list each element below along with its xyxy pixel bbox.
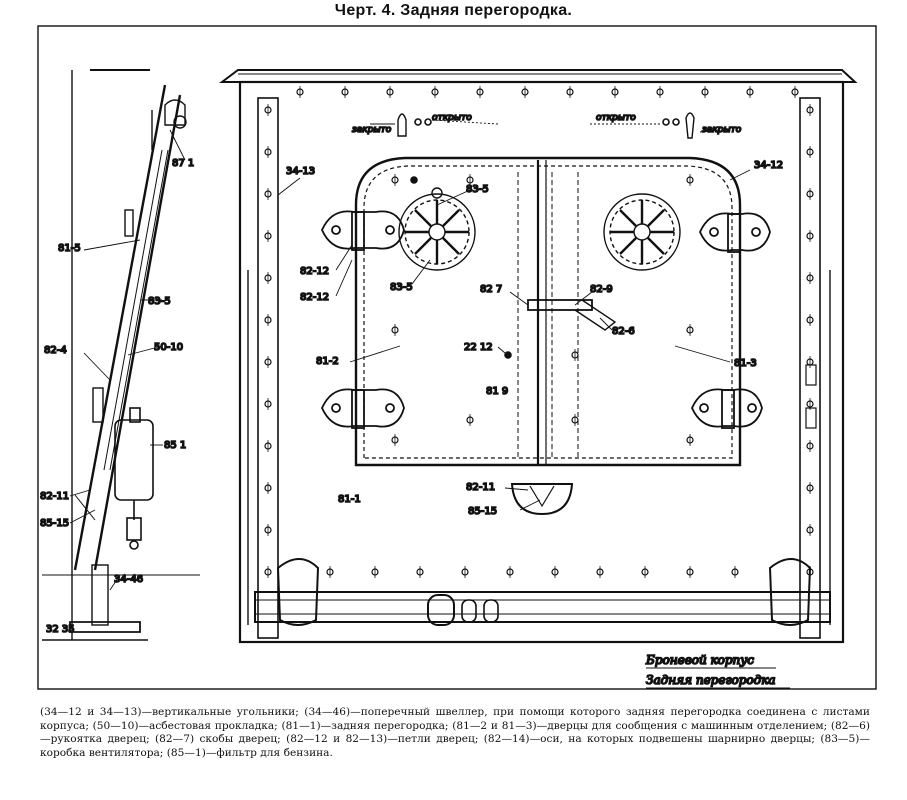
label-85-15: 85-15 bbox=[468, 506, 497, 517]
fan-right bbox=[603, 193, 681, 271]
vertical-angle-right bbox=[799, 97, 821, 639]
label-87-1: 87 1 bbox=[172, 158, 194, 169]
label-34-13: 34-13 bbox=[286, 166, 315, 177]
label-81-5: 81-5 bbox=[58, 243, 81, 254]
label-34-12: 34-12 bbox=[754, 160, 783, 171]
door-opening bbox=[354, 156, 742, 467]
caption-text: (34—12 и 34—13)—вертикальные угольники; … bbox=[40, 706, 870, 759]
hinge-lower-left bbox=[321, 388, 405, 429]
label-50-10: 50-10 bbox=[154, 342, 183, 353]
label-81-1: 81-1 bbox=[338, 494, 361, 505]
figure-caption: (34—12 и 34—13)—вертикальные угольники; … bbox=[40, 706, 870, 760]
label-closed-right: закрыто bbox=[702, 125, 742, 135]
rivets bbox=[264, 86, 814, 578]
label-82-11-side: 82-11 bbox=[40, 491, 69, 502]
label-22-12: 22 12 bbox=[464, 342, 493, 353]
label-81-9: 81 9 bbox=[486, 386, 508, 397]
label-83-5-side: 83-5 bbox=[148, 296, 171, 307]
label-closed-left: закрыто bbox=[352, 125, 392, 135]
label-85-1: 85 1 bbox=[164, 440, 186, 451]
label-85-15-side: 85-15 bbox=[40, 518, 69, 529]
label-81-2: 81-2 bbox=[316, 356, 339, 367]
label-34-46: 34-46 bbox=[114, 574, 143, 585]
hinge-upper-left bbox=[321, 210, 405, 251]
label-83-5-fan: 83-5 bbox=[466, 184, 489, 195]
hinge-upper-right bbox=[699, 212, 771, 253]
label-32-35: 32 35 bbox=[46, 624, 75, 635]
label-open-right: открыто bbox=[596, 113, 636, 123]
label-82-4: 82-4 bbox=[44, 345, 67, 356]
figure-title: Черт. 4. Задняя перегородка. bbox=[334, 2, 573, 19]
cross-channel bbox=[254, 591, 831, 623]
fan-box bbox=[510, 483, 574, 516]
label-82-7: 82 7 bbox=[480, 284, 502, 295]
vertical-angle-left bbox=[257, 97, 279, 639]
label-82-12-b: 82-12 bbox=[300, 292, 329, 303]
label-82-11: 82-11 bbox=[466, 482, 495, 493]
label-81-3: 81-3 bbox=[734, 358, 757, 369]
rear-partition-drawing: 87 1 81-5 83-5 50-10 82-4 85 1 82-11 85-… bbox=[37, 25, 877, 690]
handwritten-line-2: Задняя перегородка bbox=[646, 673, 776, 687]
fuel-filter bbox=[114, 407, 154, 550]
partition-front-view bbox=[219, 69, 858, 644]
outer-frame bbox=[37, 25, 877, 690]
hinge-lower-right bbox=[691, 388, 763, 429]
handwritten-line-1: Броневой корпус bbox=[645, 653, 754, 667]
label-open-left: открыто bbox=[432, 113, 472, 123]
fan-left bbox=[398, 187, 476, 271]
side-view bbox=[42, 69, 200, 641]
label-82-12-a: 82-12 bbox=[300, 266, 329, 277]
label-82-6: 82-6 bbox=[612, 326, 635, 337]
label-82-9: 82-9 bbox=[590, 284, 613, 295]
label-83-5-lower: 83-5 bbox=[390, 282, 413, 293]
